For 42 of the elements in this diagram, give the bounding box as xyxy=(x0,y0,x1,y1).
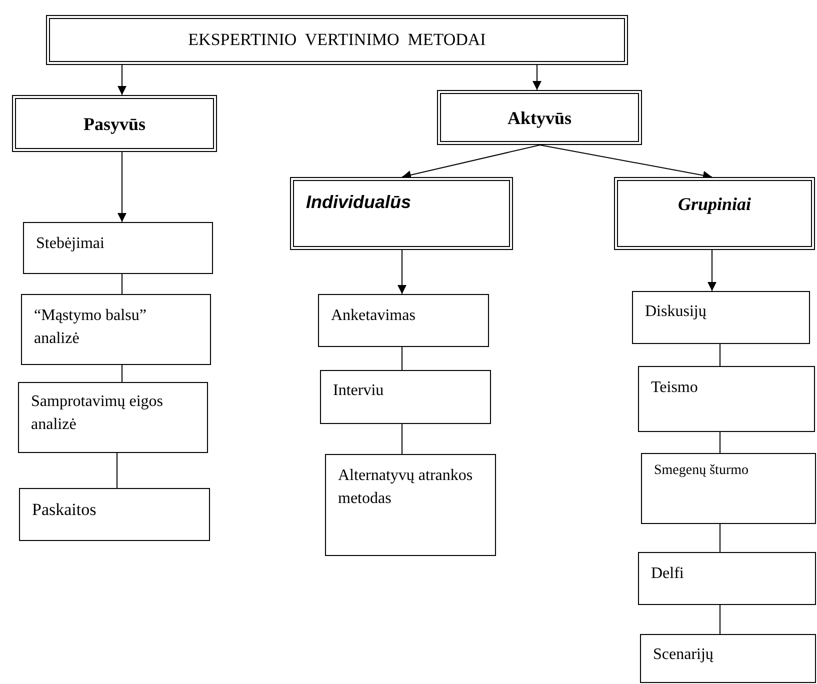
box-label: Stebėjimai xyxy=(36,234,104,254)
category-box xyxy=(614,177,815,250)
box-label: Diskusijų xyxy=(645,302,706,322)
method-box xyxy=(325,454,496,556)
category-box xyxy=(437,90,642,145)
category-box xyxy=(290,177,513,250)
box-label: Individualūs xyxy=(306,191,412,214)
method-box xyxy=(18,382,208,453)
box-label: EKSPERTINIO VERTINIMO METODAI xyxy=(187,29,487,51)
arrow xyxy=(540,144,712,180)
box-label: Samprotavimų eigos analizė xyxy=(31,392,164,436)
box-label: Pasyvūs xyxy=(82,113,146,136)
method-box xyxy=(641,453,816,524)
box-label: Paskaitos xyxy=(32,499,96,521)
box-label: Anketavimas xyxy=(331,306,416,326)
arrow xyxy=(118,152,126,222)
connector-line xyxy=(116,452,118,488)
category-box xyxy=(12,95,217,152)
arrow xyxy=(398,250,406,294)
box-label: Aktyvūs xyxy=(506,107,573,130)
method-box xyxy=(23,222,213,274)
method-box xyxy=(320,370,491,424)
method-box xyxy=(21,294,211,365)
box-label: Smegenų šturmo xyxy=(654,462,748,480)
category-box xyxy=(46,15,628,65)
box-label: Grupiniai xyxy=(676,193,752,216)
method-box xyxy=(318,294,489,347)
method-box xyxy=(640,634,816,683)
method-box xyxy=(638,552,816,605)
box-label: Teismo xyxy=(651,378,698,398)
arrow xyxy=(402,144,540,180)
box-label: Interviu xyxy=(333,381,384,401)
arrow xyxy=(708,250,716,292)
box-label: Delfi xyxy=(651,564,684,584)
box-label: Alternatyvų atrankos metodas xyxy=(338,466,474,510)
method-box xyxy=(638,366,815,432)
box-label: “Mąstymo balsu” analizė xyxy=(34,306,148,350)
method-box xyxy=(19,488,210,541)
arrow xyxy=(532,64,542,90)
arrow xyxy=(118,64,126,96)
method-box xyxy=(632,291,810,344)
box-label: Scenarijų xyxy=(653,645,714,665)
